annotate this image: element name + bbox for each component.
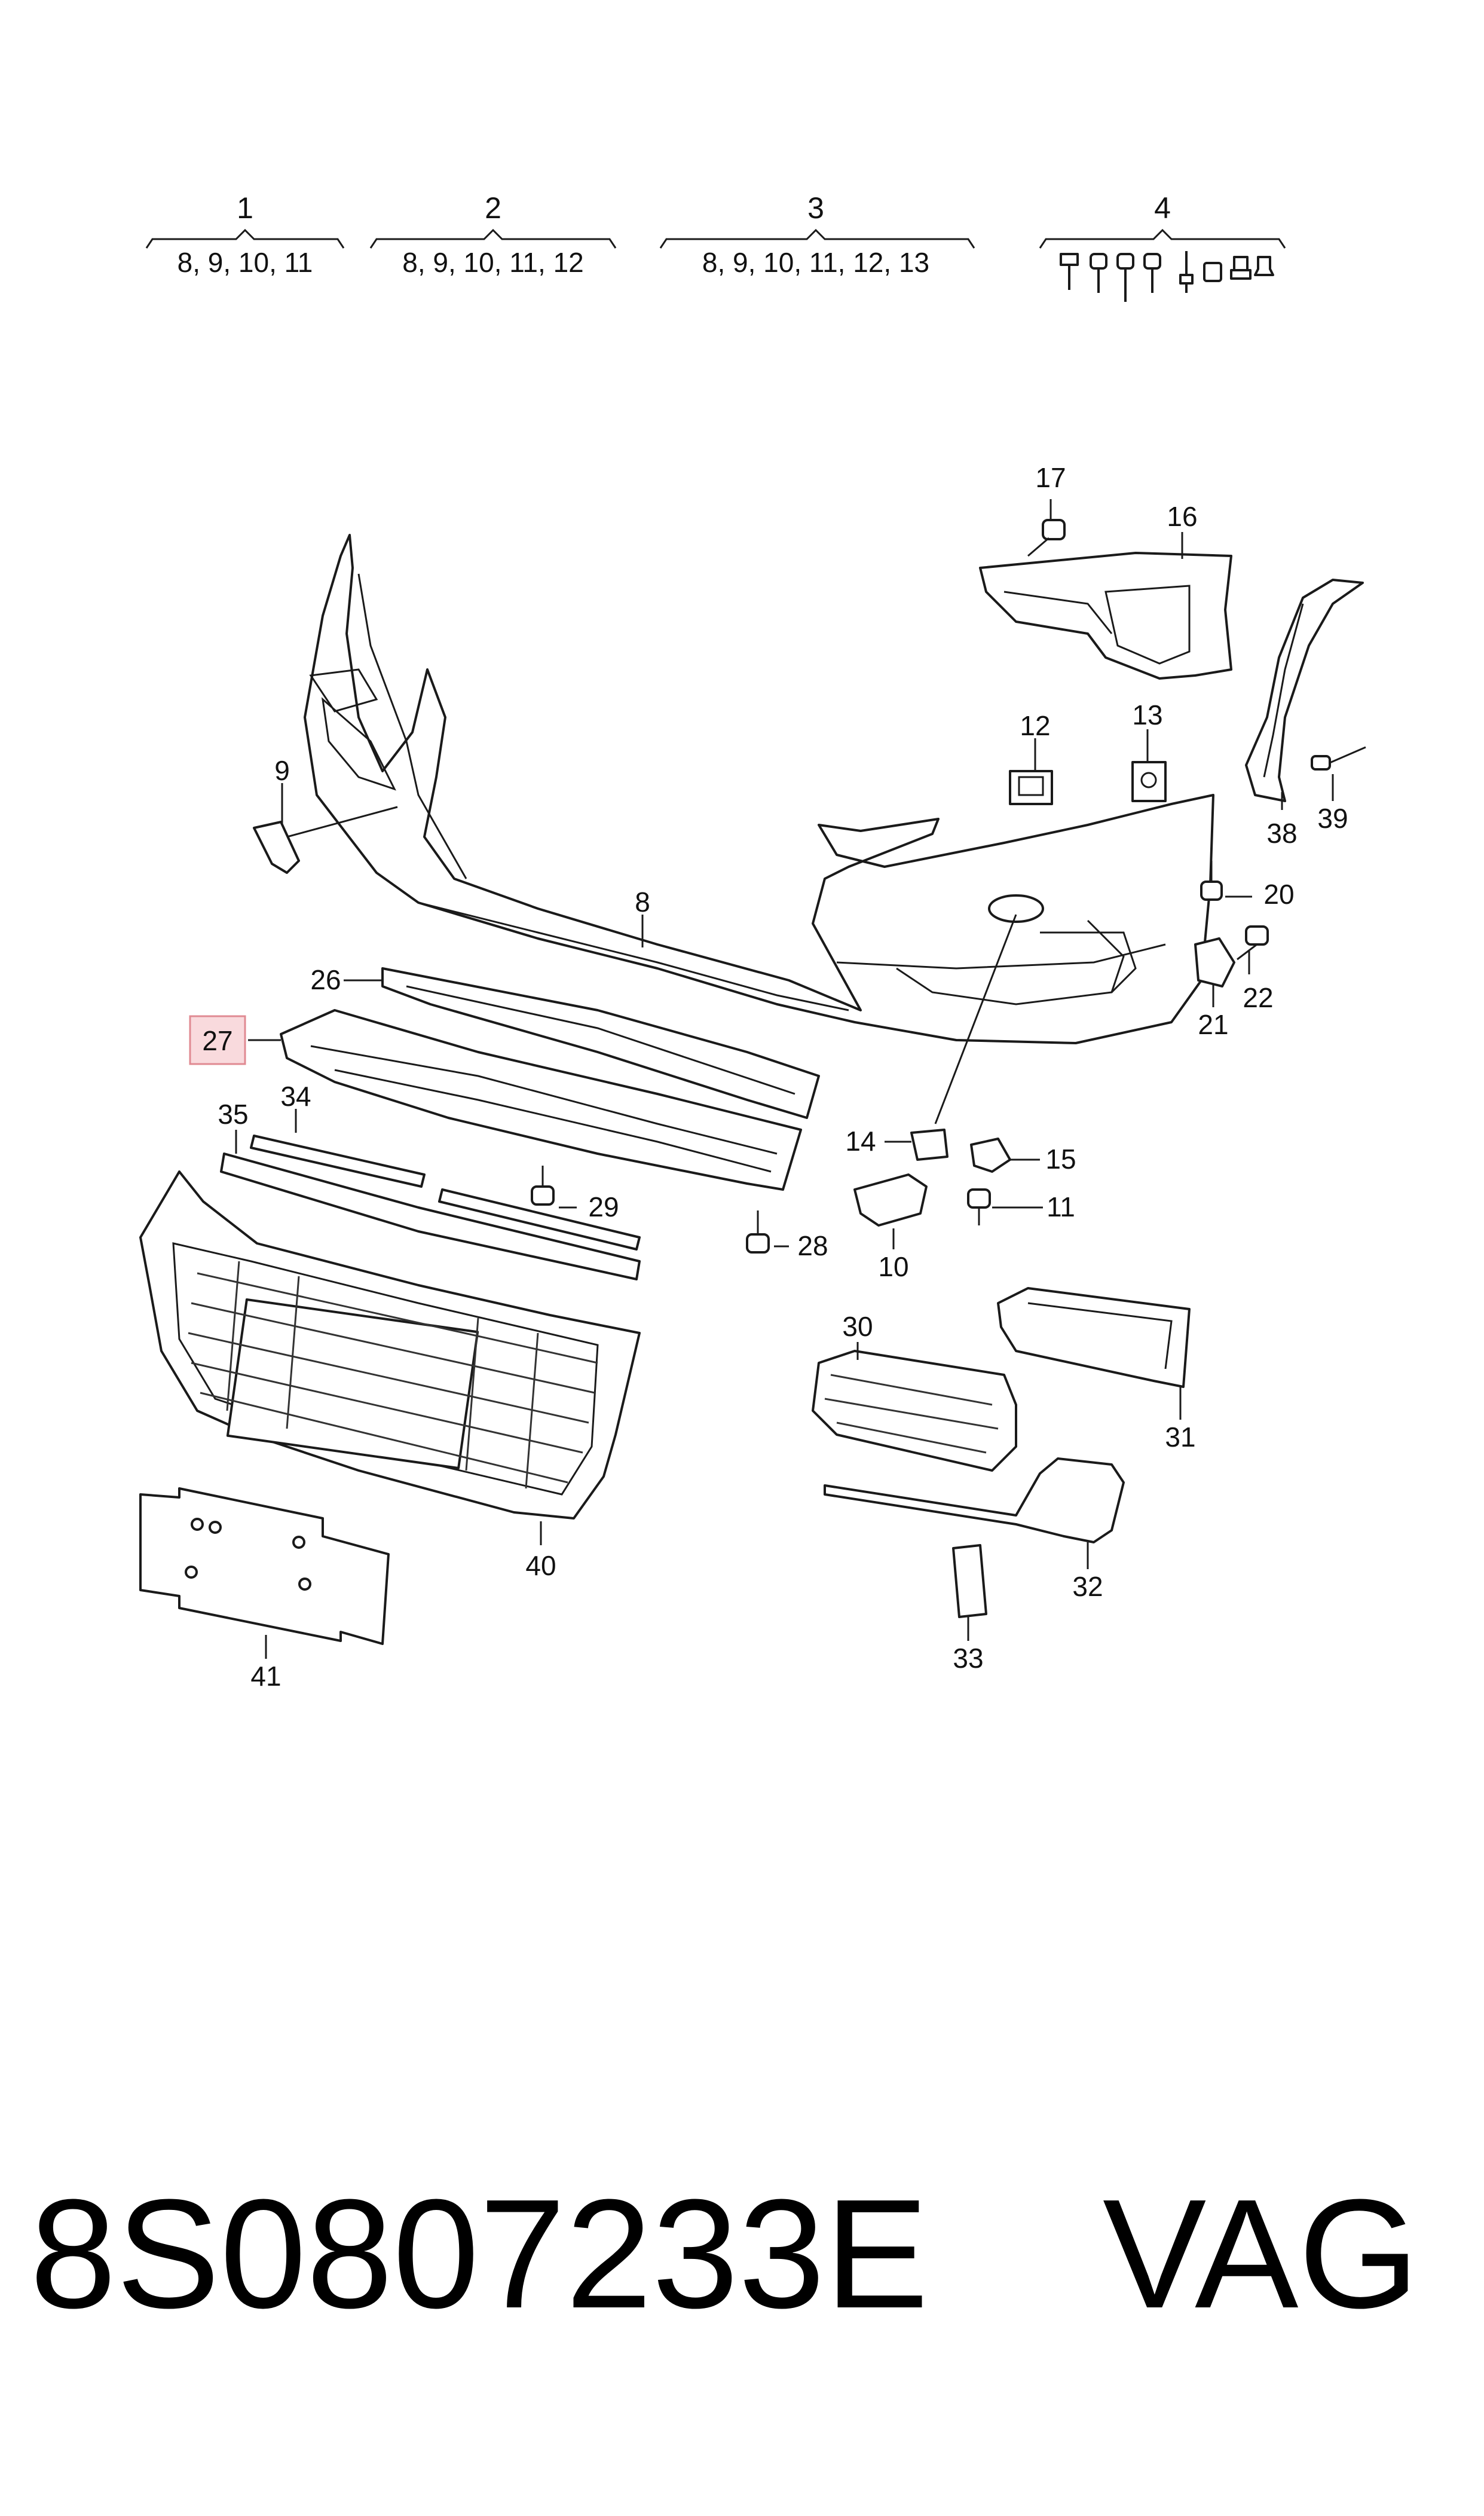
callout-16: 16 [1167,501,1197,532]
callout-17: 17 [1035,462,1066,493]
license-plate-base [139,1487,390,1645]
callout-26: 26 [310,964,341,995]
callout-35: 35 [218,1099,248,1130]
leader-lines [235,499,1334,1659]
fastener-set-icon [1060,251,1274,302]
trim-32 [824,1457,1125,1543]
screw-28 [746,1210,770,1254]
callout-29: 29 [588,1191,619,1222]
callout-32: 32 [1072,1571,1103,1602]
side-guide [1245,579,1364,802]
callout-13: 13 [1132,699,1162,730]
upper-carrier [381,967,820,1119]
trim-strip-34 [250,1135,641,1251]
clip-13 [1131,761,1167,802]
insert-33 [952,1544,987,1618]
callout-20: 20 [1263,879,1294,910]
part-number: 8S0807233E [30,2168,929,2341]
kit-number: 3 [807,191,824,225]
kit-header-3: 3 8, 9, 10, 11, 12, 13 [659,191,975,278]
callout-27: 27 [202,1025,232,1056]
clip-12 [1009,770,1053,805]
radiator-grille [139,1170,641,1520]
kit-contents: 8, 9, 10, 11, 12 [402,247,584,278]
callout-22: 22 [1243,982,1273,1013]
fog-grille-30 [812,1350,1017,1472]
kit-header-1: 1 8, 9, 10, 11 [145,191,345,278]
callout-31: 31 [1165,1421,1195,1453]
callout-9: 9 [274,755,290,786]
screw-17 [1027,519,1066,557]
clip-14 [910,1129,948,1161]
callout-10: 10 [878,1251,908,1282]
clip-15 [970,1138,1011,1173]
brand-name: VAG [1103,2168,1419,2341]
clip-21 [1194,937,1235,988]
callout-28: 28 [797,1230,828,1261]
screw-22 [1237,925,1269,961]
kit-number: 1 [237,191,253,225]
callout-41: 41 [250,1661,281,1692]
callout-11: 11 [1047,1191,1075,1222]
screw-39 [1311,746,1366,771]
kit-contents: 8, 9, 10, 11, 12, 13 [702,247,929,278]
screw-20 [1200,861,1223,901]
callout-21: 21 [1198,1009,1228,1040]
callout-40: 40 [525,1550,556,1581]
callout-12: 12 [1020,710,1050,741]
callout-39: 39 [1317,803,1348,834]
trim-strip-35 [220,1152,641,1280]
callout-labels: 9 8 17 16 12 13 20 21 22 38 39 26 27 34 … [189,462,1348,1692]
callout-30: 30 [842,1311,873,1342]
bumper-cover [304,534,1214,1044]
kit-header-4: 4 [1039,191,1286,302]
side-bracket-upper [979,552,1232,680]
kit-contents: 8, 9, 10, 11 [178,247,313,278]
screw-29 [531,1166,555,1206]
callout-34: 34 [280,1081,311,1112]
callout-33: 33 [953,1643,983,1674]
lower-carrier [280,1009,802,1191]
kit-number: 4 [1154,191,1171,225]
cover-31 [997,1287,1191,1388]
kit-number: 2 [485,191,501,225]
callout-14: 14 [845,1126,876,1157]
washer-cap [853,1173,928,1227]
callout-8: 8 [635,886,650,918]
kit-header-2: 2 8, 9, 10, 11, 12 [369,191,617,278]
callout-15: 15 [1045,1144,1076,1175]
callout-27-highlight [189,1015,246,1065]
callout-38: 38 [1266,818,1297,849]
bracket-9 [253,821,300,874]
screw-11 [967,1188,991,1225]
